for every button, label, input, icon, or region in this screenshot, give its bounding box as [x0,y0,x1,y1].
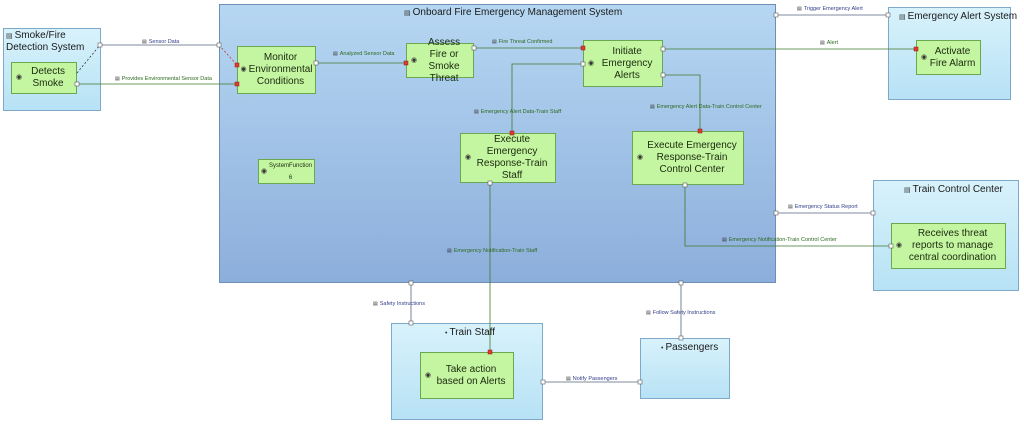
function-icon: ◉ [16,74,23,81]
train-control-center-title: ▤Train Control Center [904,184,1003,195]
block-icon: ▤ [404,10,411,17]
exchange-icon: ▤ [650,104,655,110]
exchange-icon: ▤ [566,376,571,382]
exchange-icon: ▤ [115,76,120,82]
passengers-title: •Passengers [661,342,719,353]
block-icon: ▤ [6,33,13,40]
label-sensor-data: ▤Sensor Data [142,39,180,45]
exchange-icon: ▤ [722,237,727,243]
train-staff-title: •Train Staff [445,327,496,338]
label-safety-instructions: ▤Safety Instructions [373,301,425,307]
function-icon: ◉ [465,154,472,161]
function-execute-response-train-control-center[interactable]: ◉Execute Emergency Response-Train Contro… [632,131,744,185]
function-icon: ◉ [896,242,903,249]
function-detects-smoke[interactable]: ◉Detects Smoke [11,62,77,94]
function-assess-fire-threat[interactable]: ◉Assess Fire or Smoke Threat [406,37,474,84]
actor-icon: • [445,330,448,337]
label-alert-data-train-control-center: ▤Emergency Alert Data-Train Control Cent… [650,104,762,110]
exchange-icon: ▤ [142,39,147,45]
exchange-icon: ▤ [797,6,802,12]
emergency-alert-system-title: ▤Emergency Alert System [899,11,1018,22]
exchange-icon: ▤ [447,248,452,254]
function-initiate-emergency-alerts[interactable]: ◉Initiate Emergency Alerts [583,40,663,87]
label-fire-threat-confirmed: ▤Fire Threat Confirmed [492,39,553,45]
actor-icon: • [661,345,664,352]
label-notify-passengers: ▤Notify Passengers [566,376,618,382]
label-emergency-status-report: ▤Emergency Status Report [788,204,858,210]
onboard-system-title: ▤Onboard Fire Emergency Management Syste… [404,7,623,18]
exchange-icon: ▤ [788,204,793,210]
function-icon: ◉ [411,56,418,64]
exchange-icon: ▤ [820,40,825,46]
exchange-icon: ▤ [492,39,497,45]
smoke-system-title: ▤Smoke/Fire Detection System [6,30,85,53]
label-trigger-emergency-alert: ▤Trigger Emergency Alert [797,6,863,12]
function-receives-threat-reports[interactable]: ◉Receives threat reports to manage centr… [891,223,1006,269]
function-system-function-6[interactable]: ◉SystemFunction 6 [258,159,315,184]
function-execute-response-train-staff[interactable]: ◉Execute Emergency Response-Train Staff [460,133,556,183]
function-monitor-environmental-conditions[interactable]: ◉Monitor Environmental Conditions [237,46,316,94]
label-follow-safety-instructions: ▤Follow Safety Instructions [646,310,716,316]
block-icon: ▤ [899,14,906,21]
exchange-icon: ▤ [333,51,338,57]
label-analyzed-sensor-data: ▤Analyzed Sensor Data [333,51,395,57]
function-icon: ◉ [240,66,247,73]
function-icon: ◉ [425,371,432,379]
function-take-action-based-on-alerts[interactable]: ◉Take action based on Alerts [420,352,514,399]
exchange-icon: ▤ [373,301,378,307]
block-icon: ▤ [904,187,911,194]
label-notification-train-control-center: ▤Emergency Notification-Train Control Ce… [722,237,837,243]
function-icon: ◉ [588,59,595,67]
function-icon: ◉ [637,154,644,161]
exchange-icon: ▤ [646,310,651,316]
label-provides-env-sensor-data: ▤Provides Environmental Sensor Data [115,76,212,82]
exchange-icon: ▤ [474,109,479,115]
passengers-block[interactable] [640,338,730,399]
function-activate-fire-alarm[interactable]: ◉Activate Fire Alarm [916,40,981,75]
label-notification-train-staff: ▤Emergency Notification-Train Staff [447,248,538,254]
label-alert: ▤Alert [820,40,839,46]
function-icon: ◉ [260,167,268,175]
function-icon: ◉ [921,53,928,61]
label-alert-data-train-staff: ▤Emergency Alert Data-Train Staff [474,109,562,115]
